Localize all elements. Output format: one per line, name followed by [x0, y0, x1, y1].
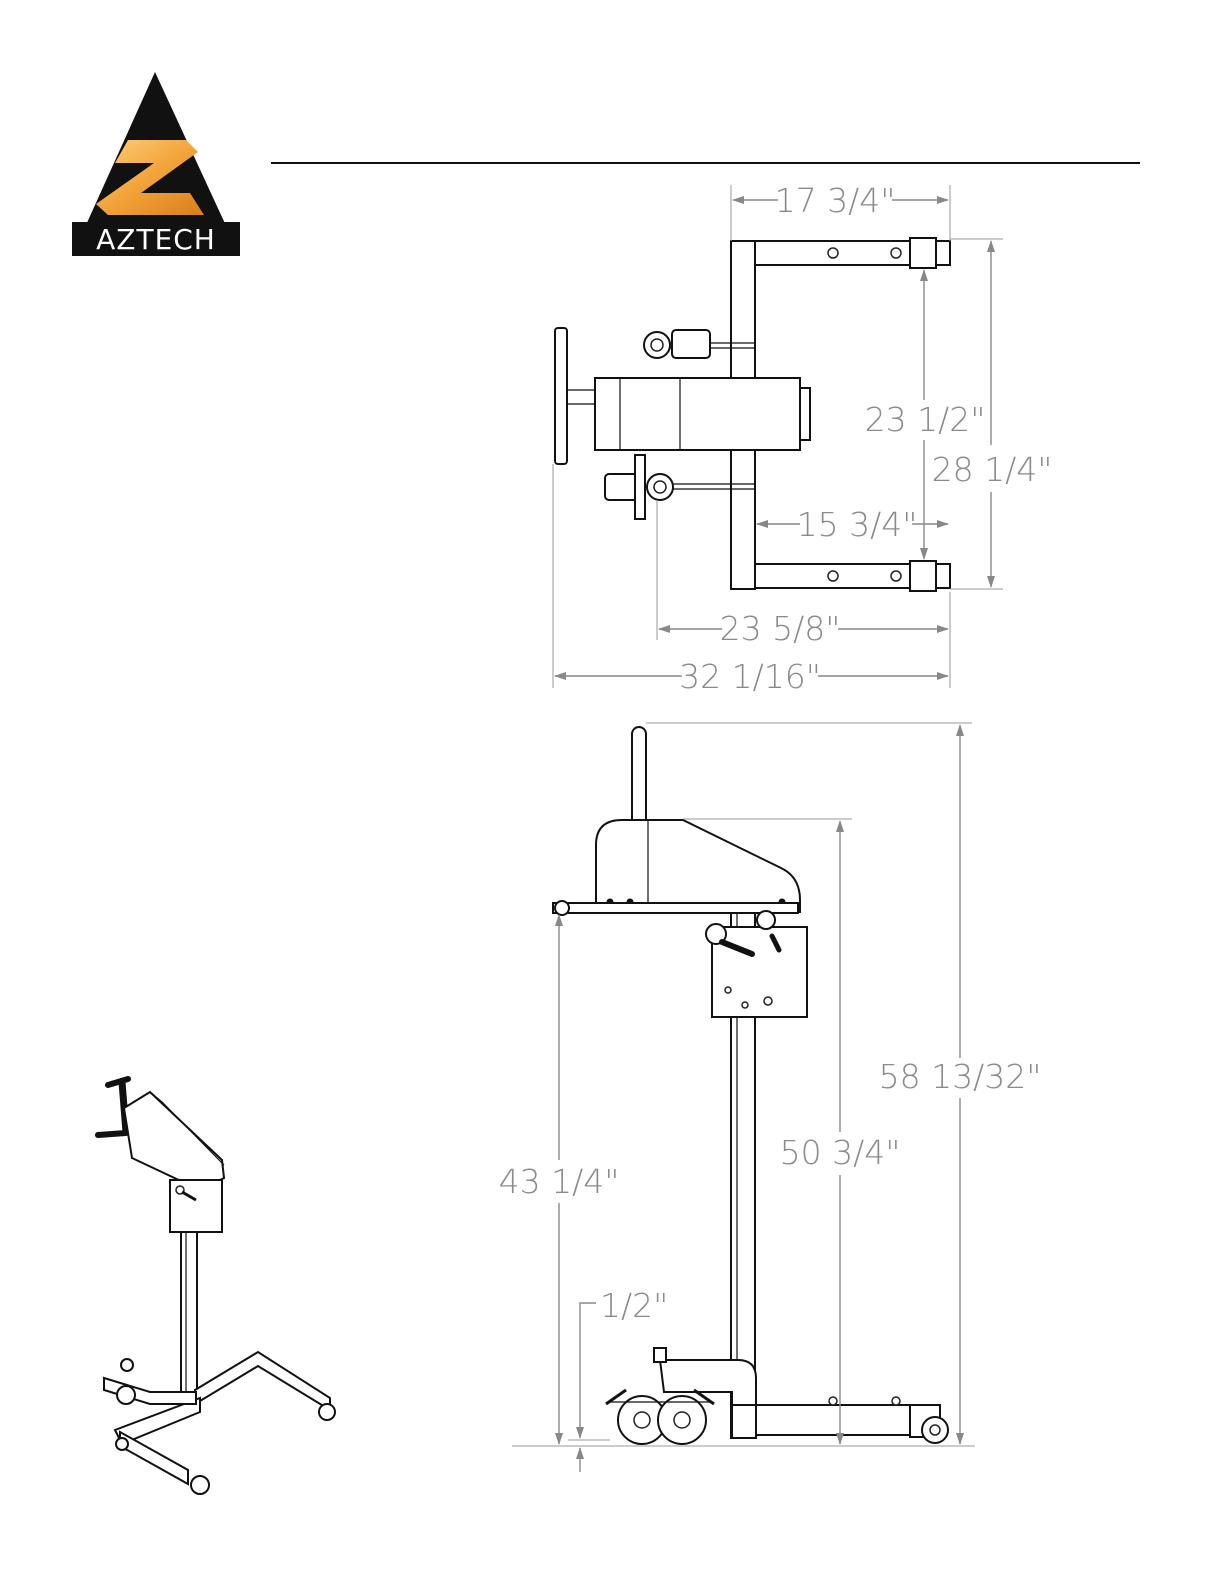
dim-overall-depth: 32 1/16" — [679, 657, 821, 696]
dim-outer-length: 28 1/4" — [932, 450, 1053, 489]
dim-ground-clearance: 1/2" — [600, 1286, 668, 1325]
dim-housing-height: 50 3/4" — [780, 1133, 901, 1172]
side-view-dimensions: 58 13/32" 50 3/4" 43 1/4" 1/2" — [499, 723, 1042, 1472]
aztech-logo: AZTECH — [72, 72, 240, 256]
dim-overall-height: 58 13/32" — [879, 1057, 1042, 1096]
dim-inner-length: 23 1/2" — [865, 400, 986, 439]
logo-wordmark: AZTECH — [96, 223, 216, 256]
isometric-view-drawing — [98, 1079, 335, 1494]
dim-inner-width: 15 3/4" — [797, 505, 918, 544]
dim-lower-height: 43 1/4" — [499, 1162, 620, 1201]
dim-width-top: 17 3/4" — [775, 181, 896, 220]
dim-caster-span: 23 5/8" — [720, 609, 841, 648]
